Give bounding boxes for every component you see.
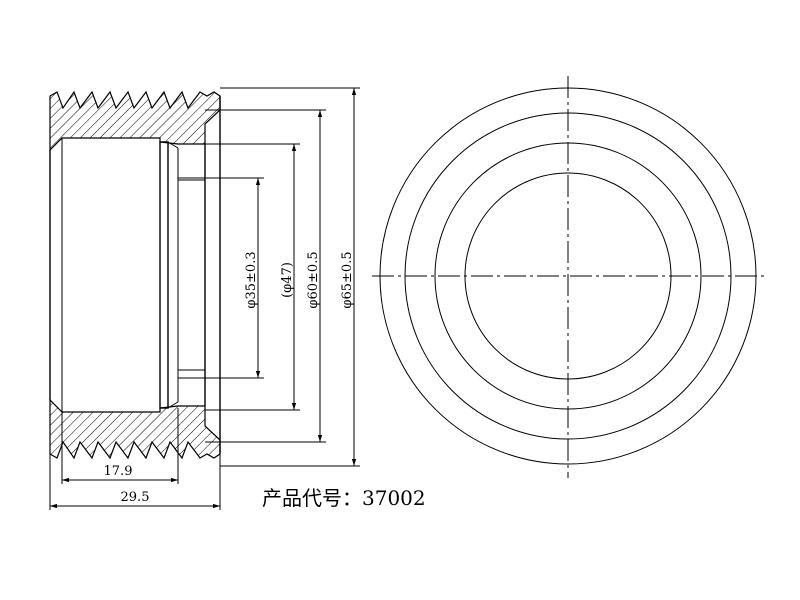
dim-label-65: φ65±0.5	[340, 251, 355, 308]
dim-label-60: φ60±0.5	[306, 251, 321, 308]
dim-label-35: φ35±0.3	[244, 251, 259, 308]
web-chamfer-top	[167, 141, 179, 149]
product-code-value: 37002	[362, 486, 426, 510]
front-view	[372, 76, 766, 478]
dim-label-47: (φ47)	[280, 262, 295, 298]
product-code-label: 产品代号：	[262, 486, 362, 510]
product-code-caption: 产品代号：37002	[262, 482, 426, 511]
section-view: φ35±0.3 (φ47) φ60±0.5 φ65±0.5 17.9 29.5	[49, 87, 360, 510]
web-chamfer-bottom	[167, 401, 179, 409]
top-rim-section	[49, 90, 221, 152]
dim-label-17-9: 17.9	[104, 464, 133, 479]
bottom-rim-section	[49, 398, 221, 460]
dim-label-29-5: 29.5	[121, 490, 150, 505]
web-plate	[159, 141, 169, 409]
